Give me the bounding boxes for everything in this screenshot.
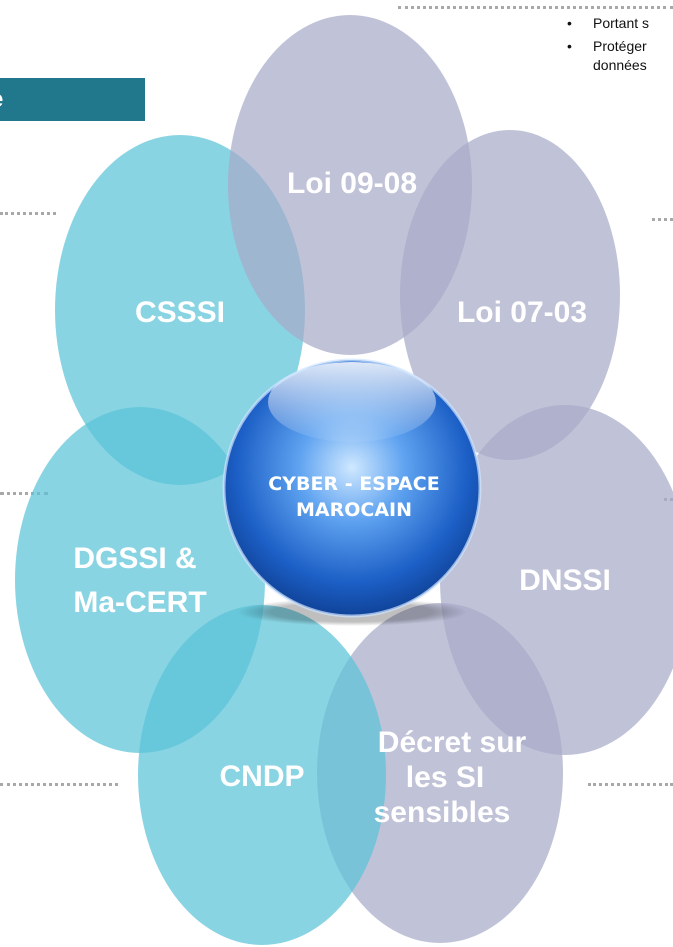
- petal-label-dgssi-line2: Ma-CERT: [73, 586, 206, 619]
- dotted-line-left-3: [0, 783, 118, 786]
- dotted-line-top-right: [398, 6, 673, 9]
- sphere-gloss: [268, 362, 436, 442]
- dotted-line-right-3: [588, 783, 673, 786]
- petal-decret: [317, 603, 563, 943]
- section-heading-text: e: [0, 86, 3, 113]
- center-label-line1: CYBER - ESPACE: [268, 473, 439, 495]
- petal-label-decret-line3: sensibles: [374, 796, 511, 829]
- petal-label-dgssi-line1: DGSSI &: [73, 542, 196, 575]
- dotted-line-right-1: [652, 218, 673, 221]
- petal-label-loi-07-03: Loi 07-03: [457, 296, 587, 329]
- section-heading-bar: e: [0, 78, 145, 121]
- petal-cndp: [138, 605, 386, 945]
- center-label-line2: MAROCAIN: [296, 499, 412, 521]
- petal-loi-09-08: [228, 15, 472, 355]
- dotted-line-left-2: [0, 492, 48, 495]
- dotted-line-left-1: [0, 212, 56, 215]
- petal-label-csssi: CSSSI: [135, 296, 225, 329]
- petal-label-loi-09-08: Loi 09-08: [287, 167, 417, 200]
- sphere-rim: [222, 358, 482, 618]
- bullet-item: Portant s: [565, 14, 673, 33]
- petal-label-decret-line1: Décret sur: [378, 726, 527, 759]
- petal-label-dnssi: DNSSI: [519, 564, 611, 597]
- petal-label-cndp: CNDP: [219, 760, 304, 793]
- petal-label-decret-line2: les SI: [406, 761, 484, 794]
